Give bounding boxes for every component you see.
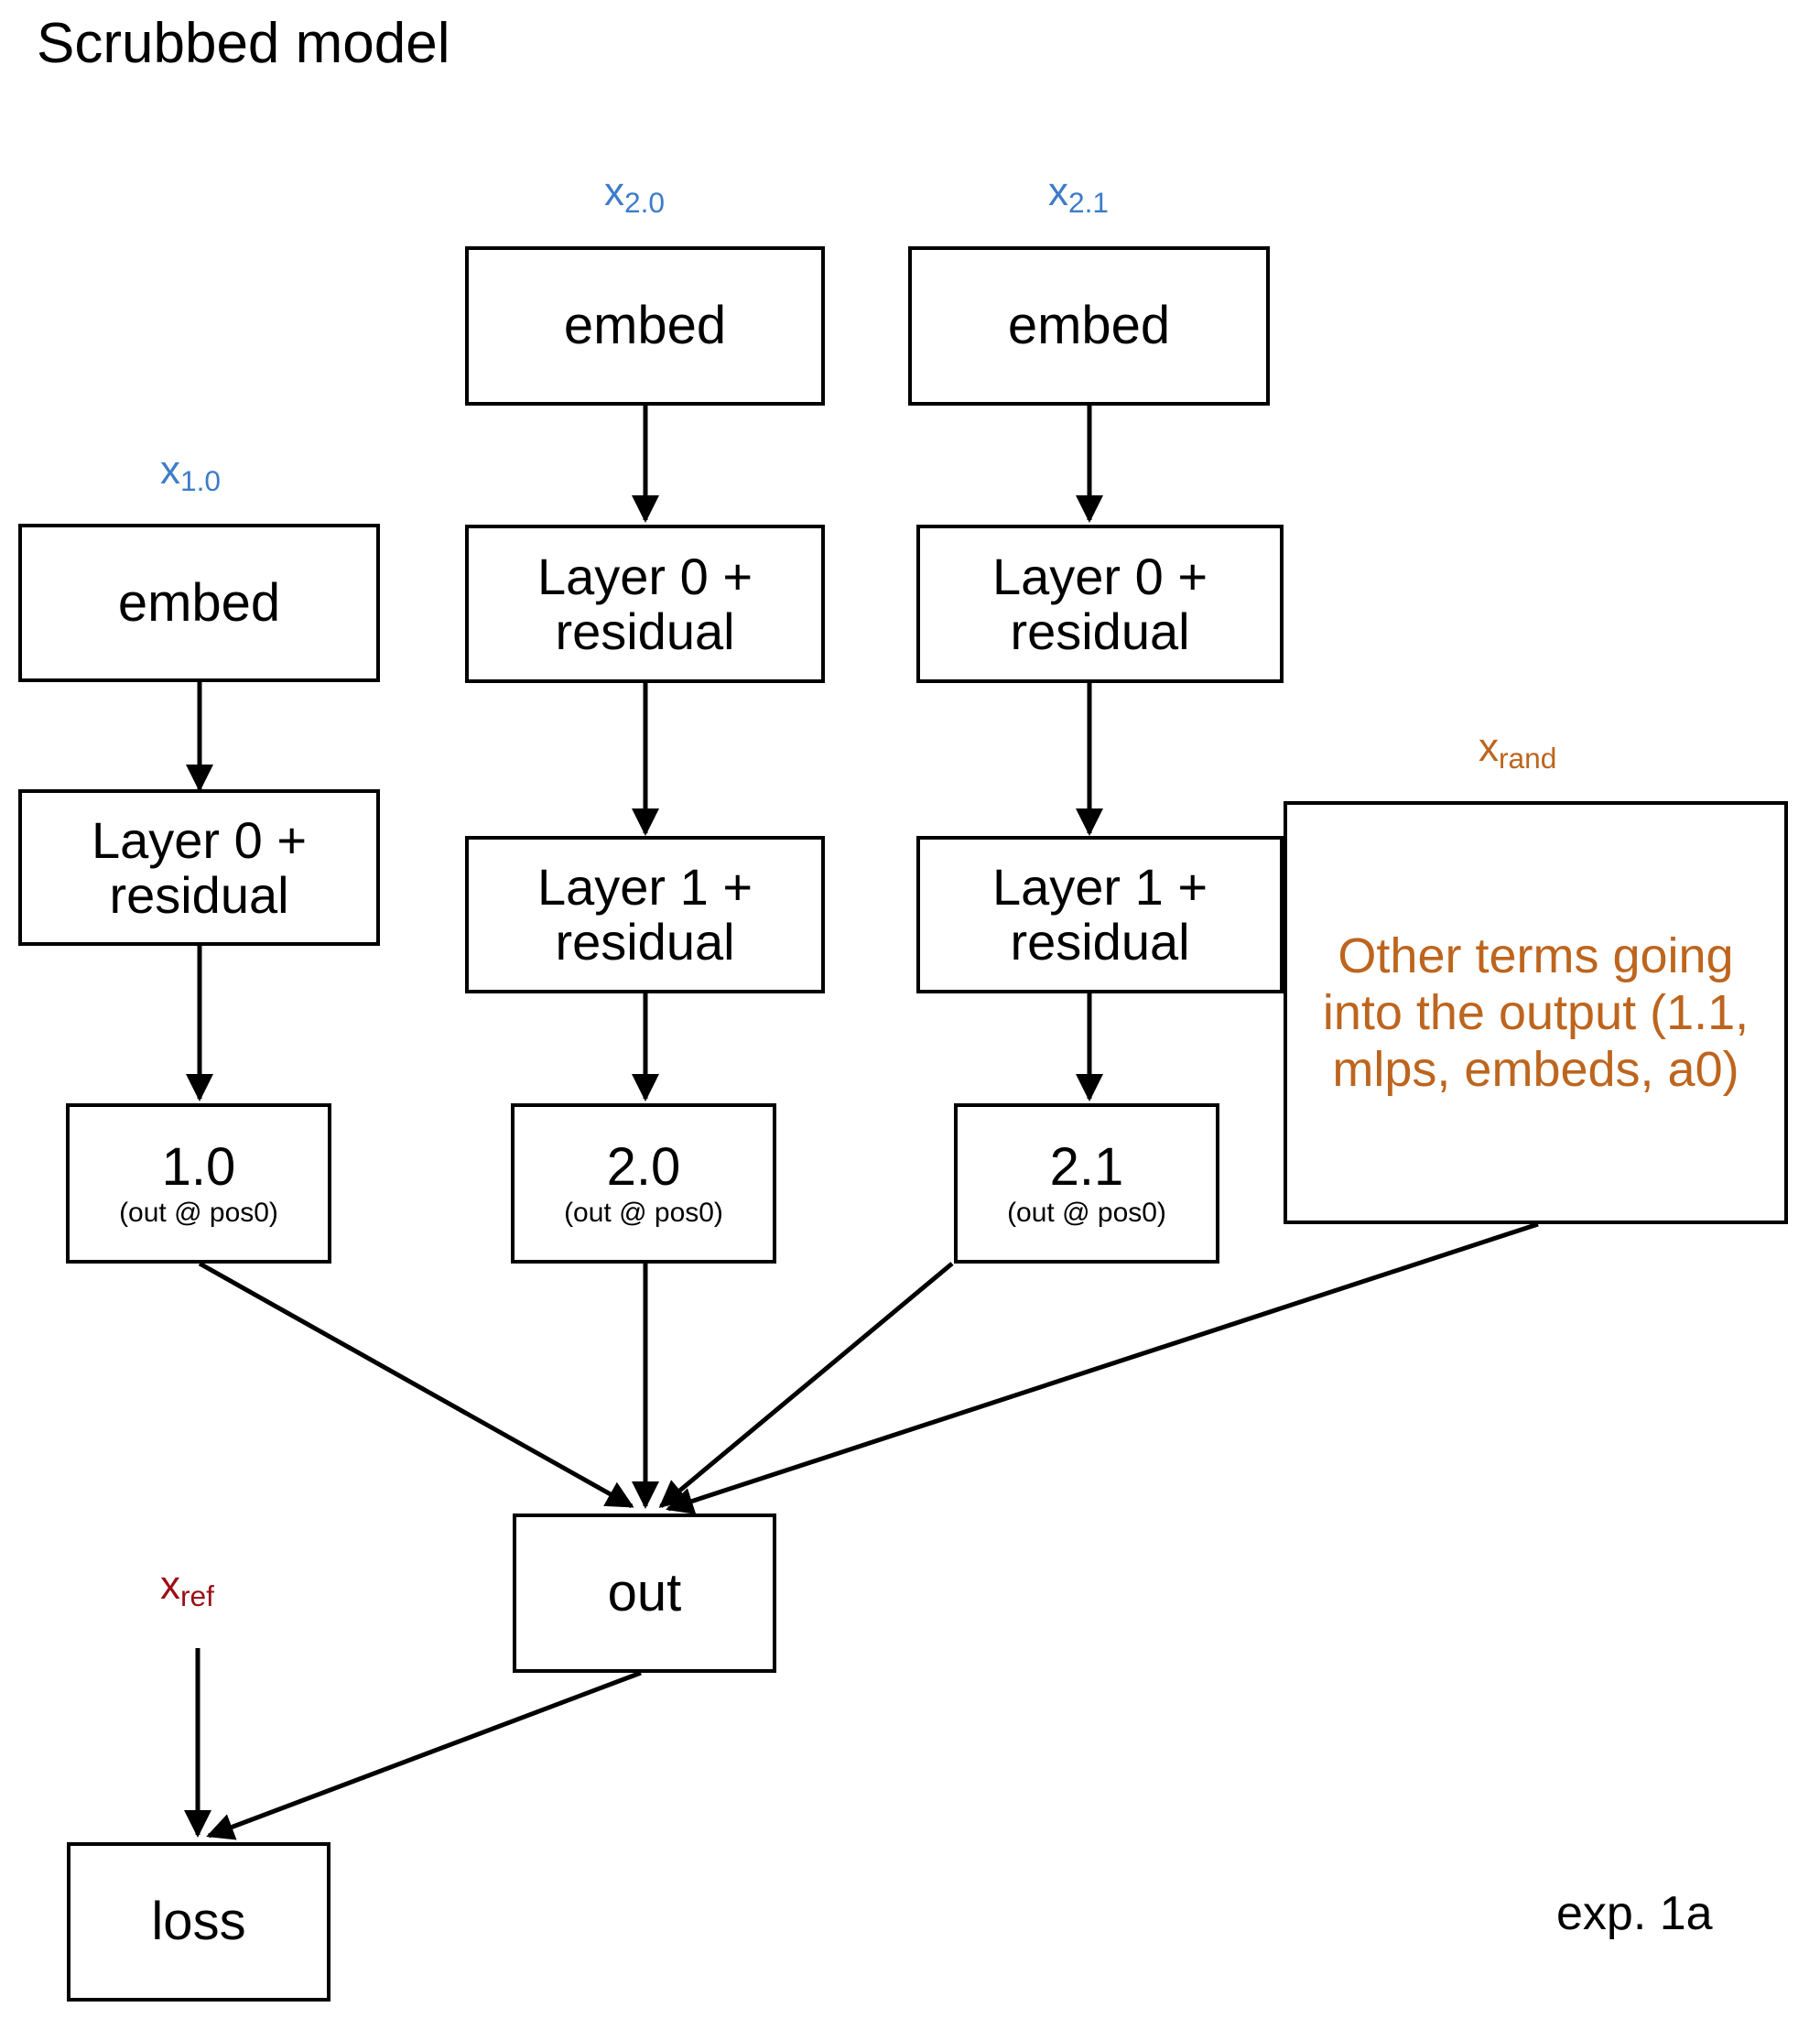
node-label: 2.1 [1049, 1137, 1124, 1198]
node-head-2-0[interactable]: 2.0 (out @ pos0) [511, 1103, 776, 1264]
node-head-1-0[interactable]: 1.0 (out @ pos0) [66, 1103, 331, 1264]
input-tag-x-ref: xref [160, 1563, 214, 1611]
input-tag-x-rand: xrand [1479, 725, 1556, 774]
edge-otherterms-to-out [666, 1221, 1539, 1514]
node-label: Layer 0 + residual [91, 810, 308, 924]
node-layer1-col2[interactable]: Layer 1 + residual [465, 836, 825, 993]
node-layer1-col3[interactable]: Layer 1 + residual [916, 836, 1284, 993]
node-label: Layer 1 + residual [536, 858, 753, 971]
edge-head10-to-out [198, 1261, 634, 1509]
node-head-2-1[interactable]: 2.1 (out @ pos0) [954, 1103, 1219, 1264]
tag-base: x [1479, 725, 1499, 770]
node-layer0-col1[interactable]: Layer 0 + residual [18, 789, 380, 946]
node-label: 1.0 [161, 1137, 236, 1198]
node-label: embed [563, 296, 727, 356]
node-label: Layer 1 + residual [991, 858, 1208, 971]
input-tag-x-2-1: x2.1 [1048, 169, 1109, 218]
node-label: out [607, 1563, 682, 1623]
tag-subscript: 2.0 [624, 186, 666, 220]
node-embed-col3[interactable]: embed [908, 246, 1270, 406]
node-sublabel: (out @ pos0) [119, 1197, 278, 1228]
node-label: Layer 0 + residual [991, 547, 1208, 660]
node-other-terms[interactable]: Other terms going into the output (1.1, … [1284, 801, 1788, 1224]
node-label: embed [1007, 296, 1171, 356]
input-tag-x-2-0: x2.0 [604, 169, 665, 218]
input-tag-x-1-0: x1.0 [160, 448, 221, 496]
node-sublabel: (out @ pos0) [1007, 1197, 1166, 1228]
node-label: loss [151, 1892, 246, 1952]
node-layer0-col2[interactable]: Layer 0 + residual [465, 525, 825, 683]
node-out[interactable]: out [513, 1514, 776, 1673]
tag-subscript: 2.1 [1068, 186, 1110, 220]
node-label: 2.0 [606, 1137, 681, 1198]
tag-base: x [160, 448, 180, 493]
node-layer0-col3[interactable]: Layer 0 + residual [916, 525, 1284, 683]
page-title: Scrubbed model [37, 12, 450, 75]
tag-base: x [1048, 169, 1068, 214]
edge-out-to-loss [206, 1670, 642, 1840]
edge-head21-to-out [658, 1262, 954, 1508]
node-embed-col1[interactable]: embed [18, 524, 380, 682]
node-embed-col2[interactable]: embed [465, 246, 825, 406]
tag-base: x [604, 169, 624, 214]
tag-subscript: 1.0 [180, 464, 222, 498]
node-label: Other terms going into the output (1.1, … [1322, 928, 1750, 1098]
node-label: embed [117, 572, 281, 633]
node-label: Layer 0 + residual [536, 547, 753, 660]
node-loss[interactable]: loss [67, 1842, 330, 2002]
node-sublabel: (out @ pos0) [564, 1197, 723, 1228]
tag-subscript: ref [180, 1579, 214, 1613]
tag-subscript: rand [1499, 742, 1557, 776]
experiment-label: exp. 1a [1556, 1887, 1713, 1940]
tag-base: x [160, 1563, 180, 1608]
